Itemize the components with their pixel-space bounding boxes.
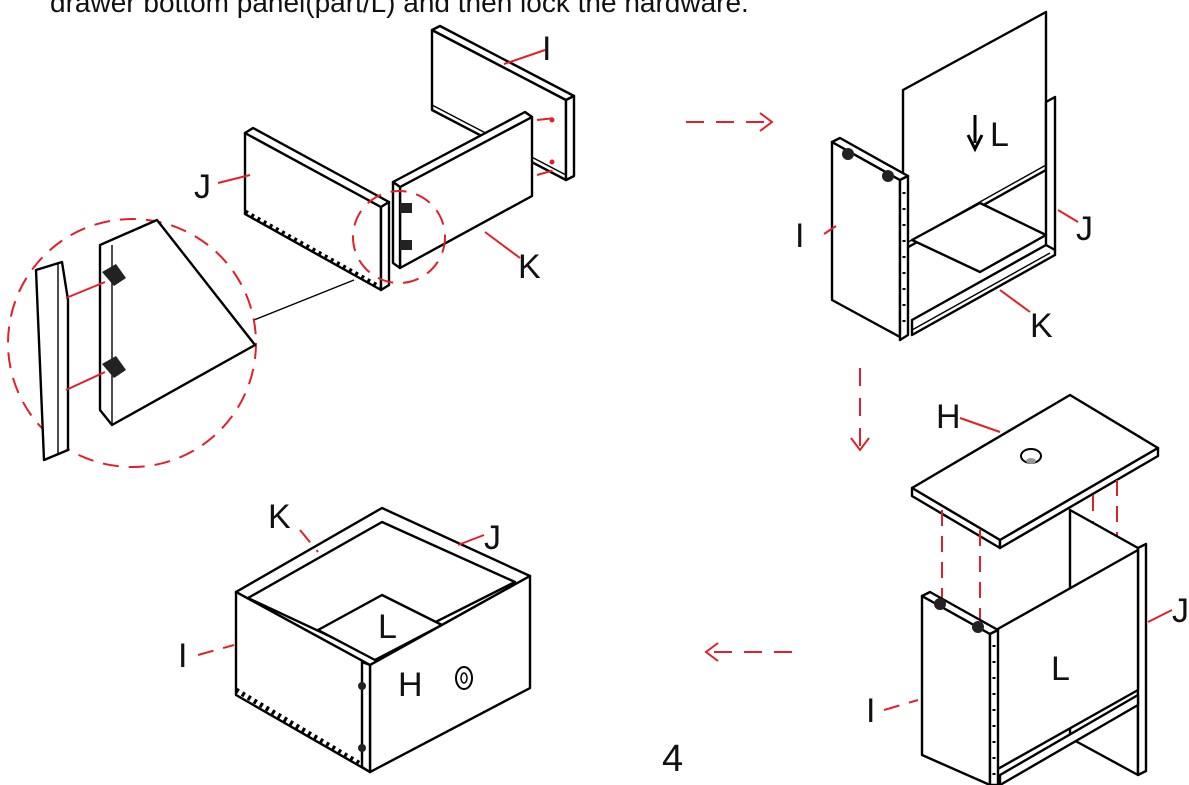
label-h-step4: H [398,666,423,704]
label-i-step3: I [866,692,875,730]
label-i-step4: I [178,637,187,675]
label-h-step3: H [936,398,961,436]
arrow-left [704,642,792,662]
arrow-right [686,112,774,132]
step-3-attach-front [910,393,1160,785]
step-4-finished-drawer [234,506,532,774]
detail-marker-circle [352,190,446,284]
label-k-step1: K [518,248,541,286]
label-j-step3: J [1172,592,1189,630]
label-k-step2: K [1030,307,1053,345]
step-1-exploded-view [7,24,576,468]
instruction-text: drawer bottom panel(part/L) and then loc… [50,0,749,18]
panel-k-step1 [391,110,556,270]
label-j-step2: J [1076,210,1093,248]
label-j-step4: J [484,519,501,557]
arrow-down [850,368,870,452]
label-l-step4: L [378,608,397,646]
label-j-step1: J [194,168,211,206]
panel-j-step1 [243,126,391,292]
label-i-step2: I [795,217,804,255]
page-number: 4 [662,738,684,780]
label-k-step4: K [268,498,291,536]
step-2-slide-bottom [830,10,1057,342]
label-l-step2: L [990,116,1009,154]
label-i-step1: I [542,30,551,68]
zoom-detail [7,218,257,468]
label-l-step3: L [1051,650,1070,688]
